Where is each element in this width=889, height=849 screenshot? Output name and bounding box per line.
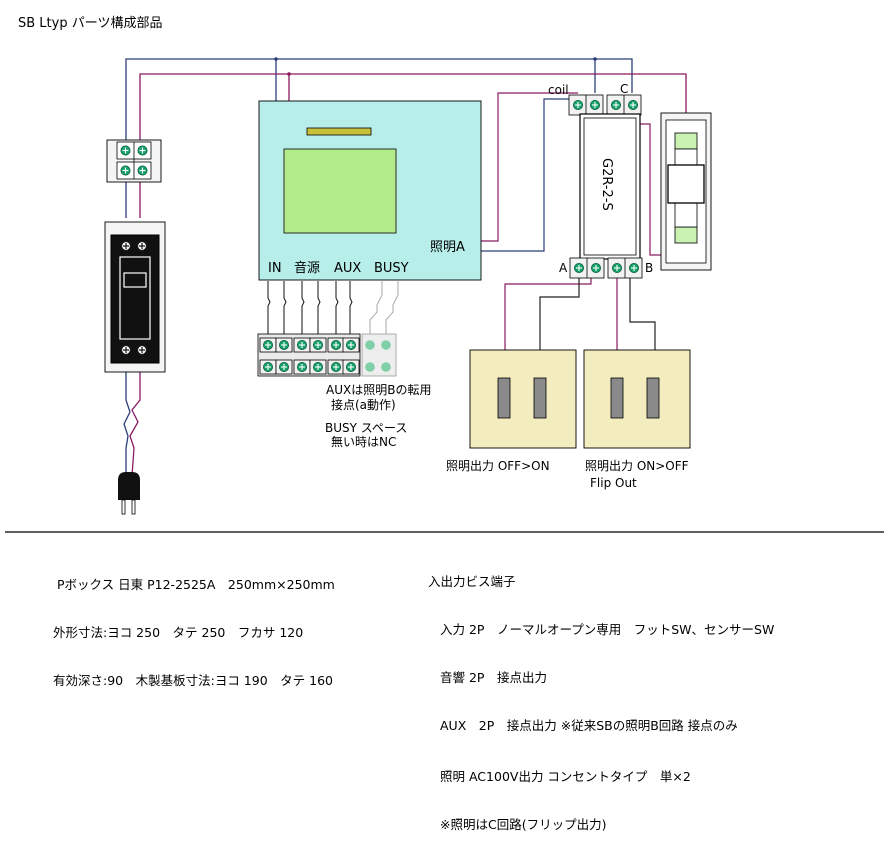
wiring-diagram: SB Ltyp パーツ構成部品 [5, 16, 884, 533]
circuit-breaker [104, 221, 166, 373]
footer-right-line5: ※照明はC回路(フリップ出力) [440, 817, 607, 832]
footer-right-line4: 照明 AC100V出力 コンセントタイプ 単×2 [440, 769, 691, 784]
footer-left-notes: Pボックス 日東 P12-2525A 250mm×250mm 外形寸法:ヨコ 2… [53, 545, 335, 705]
footer-right-notes: 入出力ビス端子 入力 2P ノーマルオープン専用 フットSW、センサーSW 音響… [428, 542, 774, 849]
busy-leads [369, 281, 399, 338]
relay-b-label: B [645, 261, 653, 275]
aux-note-line1: AUXは照明Bの転用 [326, 383, 431, 397]
port-label-busy: BUSY [374, 261, 409, 276]
footer-left-line1: Pボックス 日東 P12-2525A 250mm×250mm [57, 577, 335, 592]
port-label-sound: 音源 [294, 260, 320, 276]
aux-note-line2: 接点(a動作) [331, 397, 396, 412]
busy-note-line1: BUSY スペース [325, 421, 407, 435]
footer-right-line2: 音響 2P 接点出力 [440, 670, 547, 685]
power-terminal-block [106, 139, 162, 183]
unit-leads [267, 281, 353, 338]
unit-slot [306, 127, 372, 136]
outlet-right-label: 照明出力 ON>OFF [585, 459, 689, 473]
outlet-left-label: 照明出力 OFF>ON [446, 459, 550, 473]
diagram-title: SB Ltyp パーツ構成部品 [18, 16, 162, 31]
footer-right-line3: AUX 2P 接点出力 ※従来SBの照明B回路 接点のみ [440, 718, 738, 733]
busy-terminal-strip [361, 333, 397, 377]
port-label-in: IN [268, 261, 282, 276]
outlet-right-sublabel: Flip Out [590, 476, 637, 490]
footer-right-line1: 入力 2P ノーマルオープン専用 フットSW、センサーSW [440, 622, 775, 637]
rocker-switch [660, 112, 712, 271]
footer-right-heading: 入出力ビス端子 [428, 574, 516, 589]
footer-left-line3: 有効深さ:90 木製基板寸法:ヨコ 190 タテ 160 [53, 673, 333, 688]
junction-dots [274, 57, 597, 76]
relay-a-label: A [559, 261, 568, 275]
relay-coil-label: coil [548, 83, 569, 97]
relay-model-label: G2R-2-S [599, 158, 614, 211]
ac-plug-icon [118, 472, 140, 515]
footer-left-line2: 外形寸法:ヨコ 250 タテ 250 フカサ 120 [53, 625, 304, 640]
outlet-right [583, 349, 691, 449]
io-terminal-strip [257, 333, 361, 377]
control-unit: IN 音源 AUX BUSY 照明A [258, 100, 482, 281]
relay-c-label: C [620, 82, 628, 96]
relay: coil C G2R-2-S A B [548, 82, 653, 279]
unit-screen [283, 148, 397, 234]
busy-note-line2: 無い時はNC [331, 434, 396, 449]
light-a-label: 照明A [430, 240, 465, 255]
port-label-aux: AUX [334, 261, 361, 276]
outlet-left [469, 349, 577, 449]
